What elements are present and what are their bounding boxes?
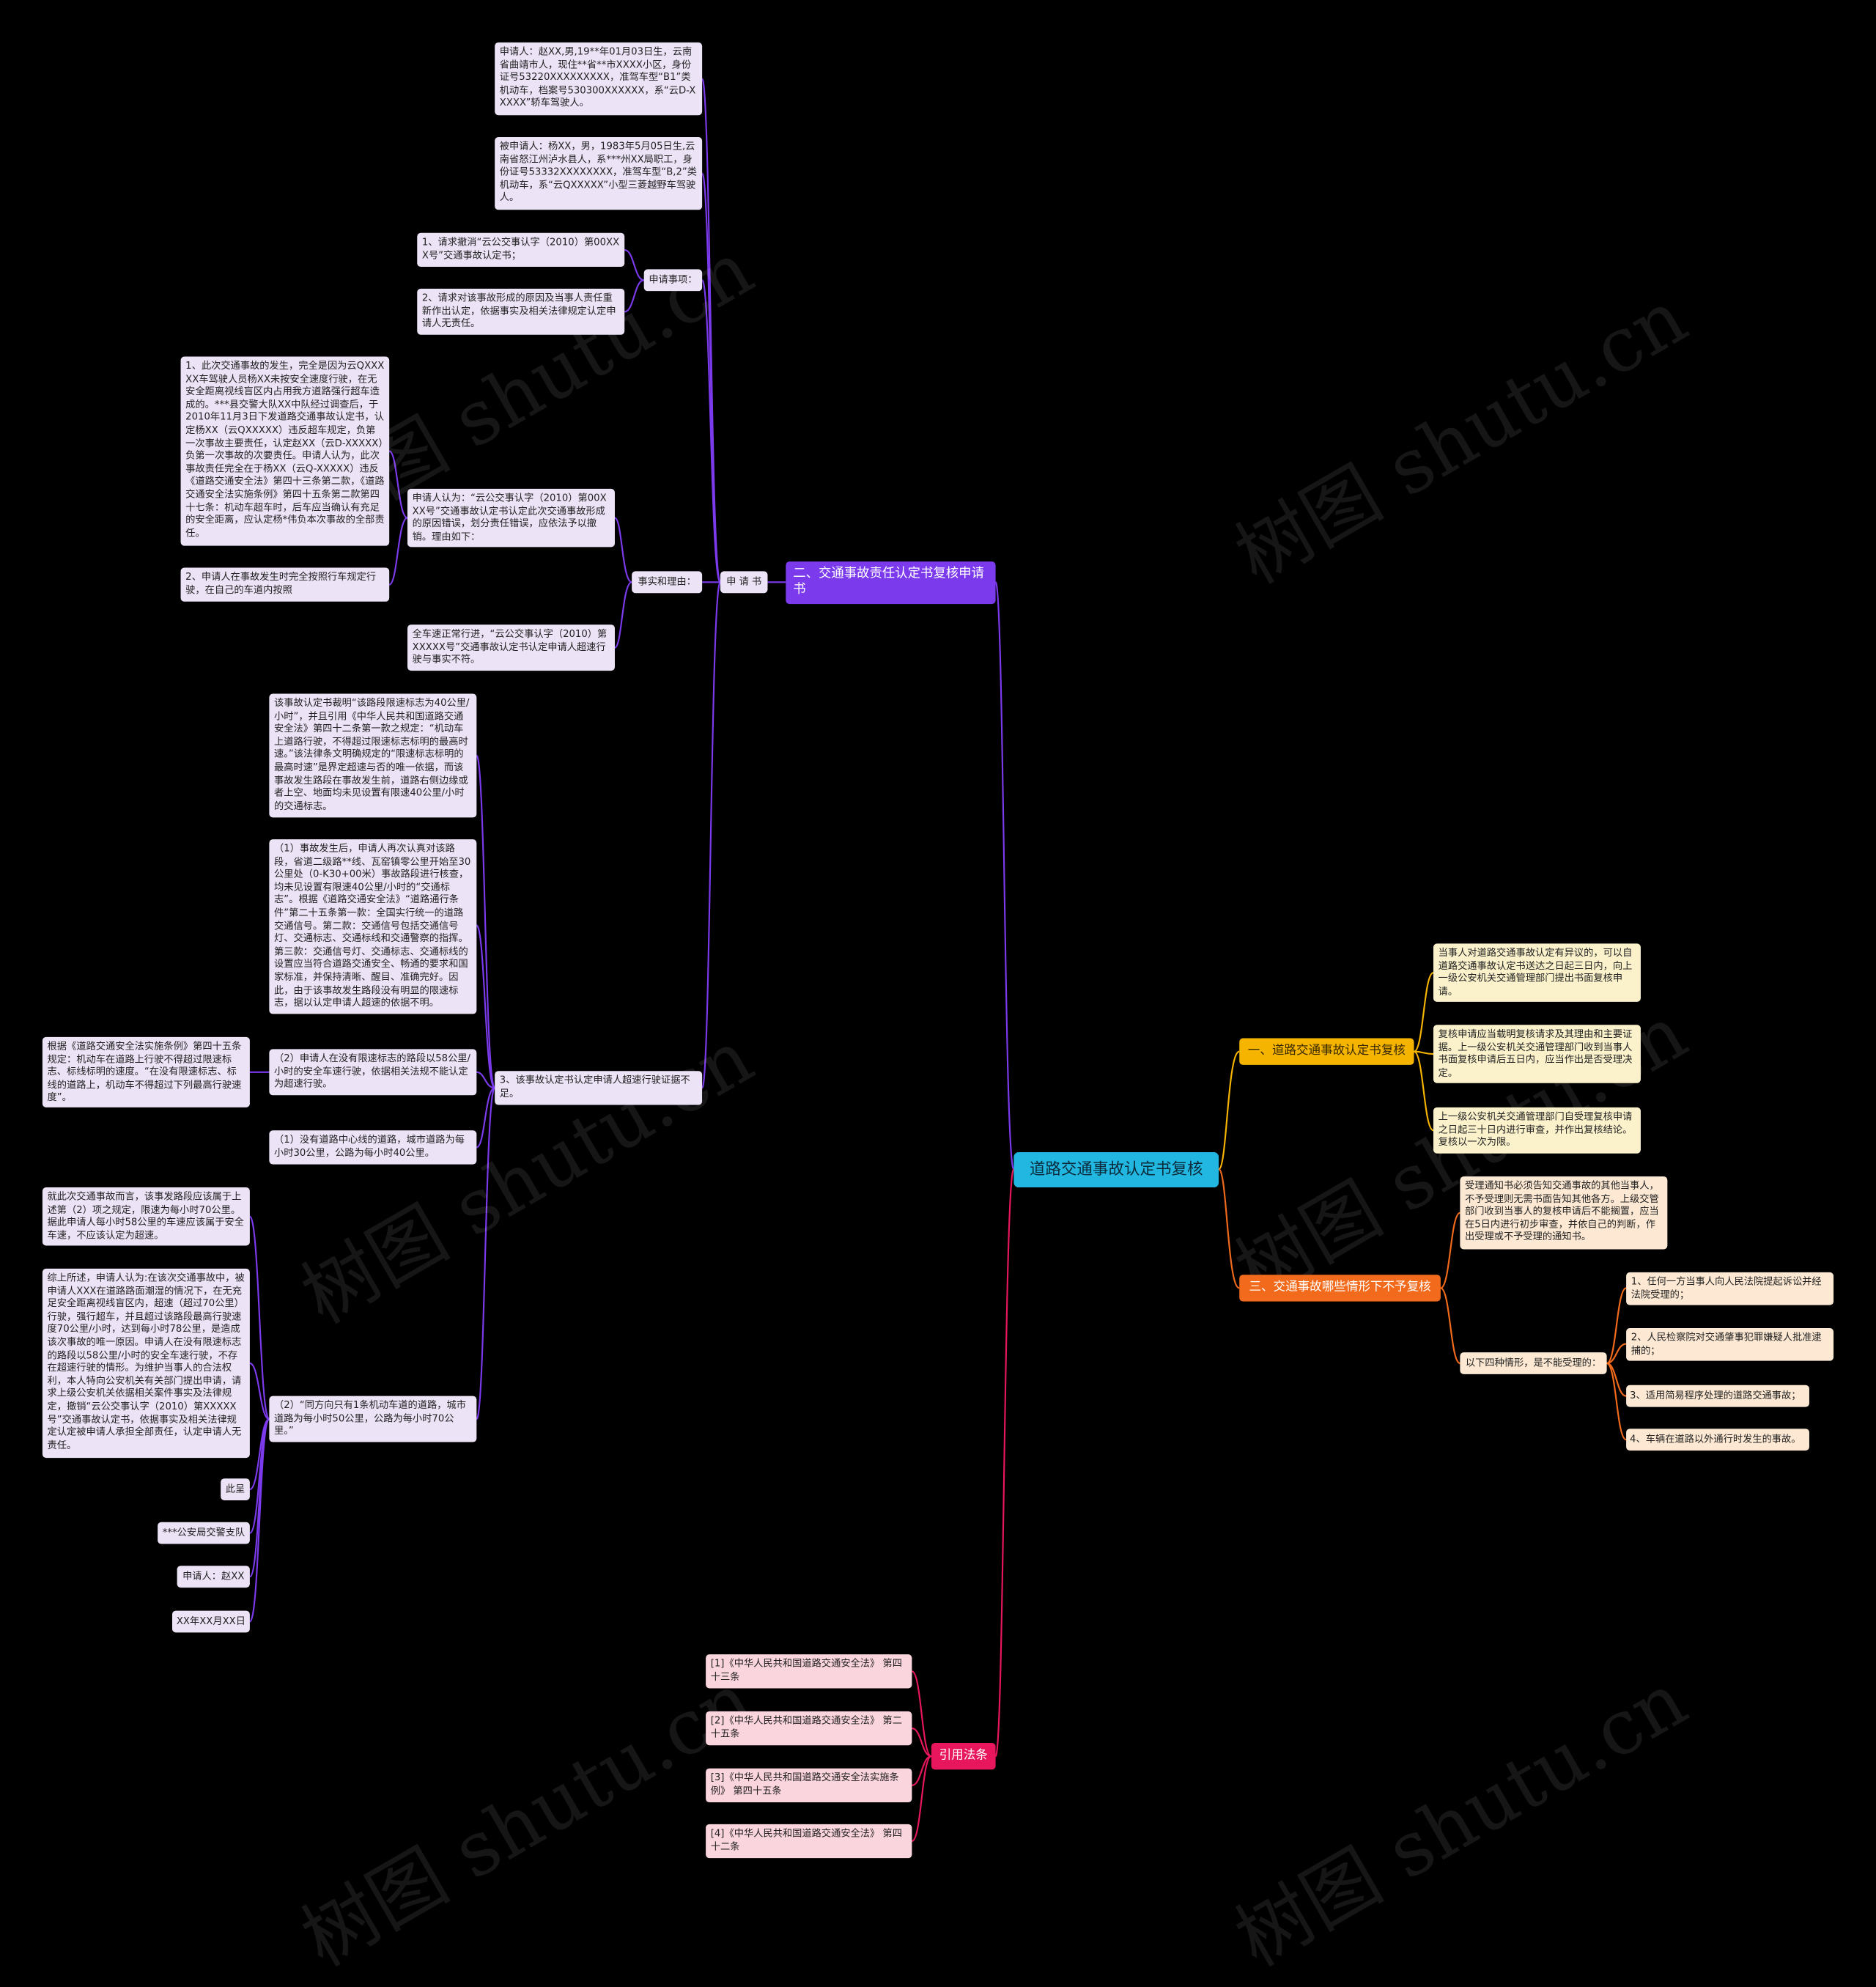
not-accepted-case[interactable]: 3、适用简易程序处理的道路交通事故； — [1626, 1385, 1809, 1407]
branch-not-accepted[interactable]: 三、交通事故哪些情形下不予复核 — [1239, 1275, 1441, 1302]
claim-text[interactable]: 申请人认为：“云公交事认字（2010）第00XXX号”交通事故认定书认定此次交通… — [407, 488, 615, 548]
reason-text[interactable]: 全车速正常行进，“云公交事认字（2010）第XXXXX号”交通事故认定书认定申请… — [407, 624, 615, 671]
not-accepted-intro[interactable]: 受理通知书必须告知交通事故的其他当事人，不予受理则无需书面告知其他各方。上级交管… — [1460, 1176, 1668, 1250]
reexamination-item[interactable]: 复核申请应当载明复核请求及其理由和主要证据。上一级公安机关交通管理部门收到当事人… — [1433, 1025, 1641, 1083]
argument-text[interactable]: 该事故认定书裁明“该路段限速标志为40公里/小时”，并且引用《中华人民共和国道路… — [269, 693, 477, 818]
law-citation[interactable]: [1]《中华人民共和国道路交通安全法》 第四十三条 — [706, 1654, 912, 1689]
closing-line[interactable]: 此呈 — [221, 1478, 250, 1500]
request-item[interactable]: 1、请求撤消“云公交事认字（2010）第00XXX号”交通事故认定书； — [417, 232, 625, 268]
applicant-info[interactable]: 申请人：赵XX,男,19**年01月03日生，云南省曲靖市人，现住**省**市X… — [495, 42, 703, 116]
request-item[interactable]: 2、请求对该事故形成的原因及当事人责任重新作出认定，依据事实及相关法律规定认定申… — [417, 288, 625, 335]
conclusion-text[interactable]: 就此次交通事故而言，该事发路段应该属于上述第（2）项之规定，限速为每小时70公里… — [42, 1187, 250, 1246]
argument-text[interactable]: （1）没有道路中心线的道路，城市道路为每小时30公里，公路为每小时40公里。 — [269, 1130, 477, 1165]
conclusion-text[interactable]: 综上所述，申请人认为:在该次交通事故中，被申请人XXX在道路路面潮湿的情况下，在… — [42, 1268, 250, 1459]
closing-line[interactable]: 申请人：赵XX — [177, 1566, 250, 1588]
branch-reexamination[interactable]: 一、道路交通事故认定书复核 — [1239, 1038, 1414, 1065]
not-accepted-case[interactable]: 2、人民检察院对交通肇事犯罪嫌疑人批准逮捕的； — [1626, 1328, 1834, 1361]
regulation-text[interactable]: 根据《道路交通安全法实施条例》第四十五条规定：机动车在道路上行驶不得超过限速标志… — [42, 1036, 250, 1107]
respondent-info[interactable]: 被申请人：杨XX，男，1983年5月05日生,云南省怒江州泸水县人，系***州X… — [495, 136, 703, 210]
closing-line[interactable]: XX年XX月XX日 — [171, 1610, 250, 1633]
reason-text[interactable]: 2、申请人在事故发生时完全按照行车规定行驶，在自己的车道内按照 — [180, 567, 390, 602]
facts-reasons-label[interactable]: 事实和理由： — [632, 571, 703, 594]
connector-lines — [248, 78, 1627, 1843]
law-citation[interactable]: [3]《中华人民共和国道路交通安全法实施条例》 第四十五条 — [706, 1768, 912, 1803]
not-accepted-case[interactable]: 1、任何一方当事人向人民法院提起诉讼并经法院受理的； — [1626, 1272, 1834, 1305]
reexamination-item[interactable]: 上一级公安机关交通管理部门自受理复核申请之日起三十日内进行审查，并作出复核结论。… — [1433, 1107, 1641, 1154]
reason-text[interactable]: 1、此次交通事故的发生，完全是因为云QXXXXX车驾驶人员杨XX未按安全速度行驶… — [180, 356, 390, 546]
argument-text[interactable]: （1）事故发生后，申请人再次认真对该路段，省道二级路**线、瓦窑镇零公里开始至3… — [269, 839, 477, 1014]
branch-application[interactable]: 二、交通事故责任认定书复核申请书 — [786, 561, 996, 605]
argument-text[interactable]: （2）申请人在没有限速标志的路段以58公里/小时的安全车速行驶，依据相关法规不能… — [269, 1049, 477, 1096]
branch-cited-laws[interactable]: 引用法条 — [931, 1742, 996, 1770]
mindmap-canvas: 树图 shutu.cn 树图 shutu.cn 树图 shutu.cn 树图 s… — [42, 42, 1834, 1983]
closing-line[interactable]: ***公安局交警支队 — [158, 1522, 250, 1544]
evidence-insufficient[interactable]: 3、该事故认定书认定申请人超速行驶证据不足。 — [495, 1071, 703, 1105]
argument-text[interactable]: （2）“同方向只有1条机动车道的道路，城市道路为每小时50公里，公路为每小时70… — [269, 1396, 477, 1442]
not-accepted-label[interactable]: 以下四种情形，是不能受理的： — [1460, 1352, 1607, 1374]
not-accepted-case[interactable]: 4、车辆在道路以外通行时发生的事故。 — [1626, 1428, 1809, 1451]
law-citation[interactable]: [4]《中华人民共和国道路交通安全法》 第四十二条 — [706, 1824, 912, 1859]
law-citation[interactable]: [2]《中华人民共和国道路交通安全法》 第二十五条 — [706, 1711, 912, 1746]
application-node[interactable]: 申 请 书 — [720, 571, 768, 594]
reexamination-item[interactable]: 当事人对道路交通事故认定有异议的，可以自道路交通事故认定书送达之日起三日内，向上… — [1433, 943, 1641, 1002]
root-topic[interactable]: 道路交通事故认定书复核 — [1013, 1152, 1219, 1188]
request-items-label[interactable]: 申请事项： — [643, 269, 703, 292]
